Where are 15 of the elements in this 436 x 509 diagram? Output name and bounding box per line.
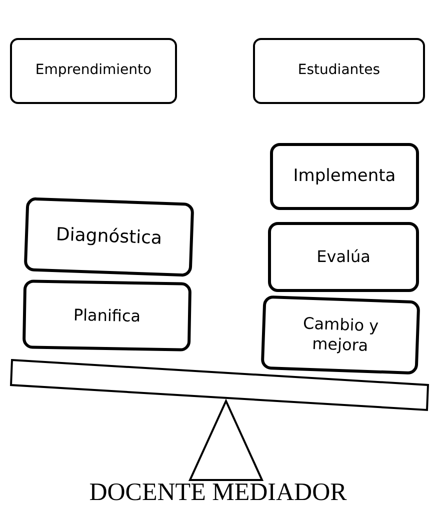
- box-label: Evalúa: [316, 247, 370, 267]
- label-box: [260, 295, 420, 375]
- box-label: Cambio y mejora: [302, 313, 380, 357]
- label-box: [270, 143, 419, 210]
- box-label: Estudiantes: [298, 62, 380, 80]
- caption-text: DOCENTE MEDIADOR: [88, 478, 348, 508]
- label-box: [22, 280, 192, 352]
- label-box: [10, 38, 177, 104]
- label-box: [268, 222, 419, 292]
- box-label: Planifica: [73, 304, 141, 326]
- box-label: Emprendimiento: [35, 62, 152, 80]
- label-box: [24, 197, 194, 277]
- box-label: Implementa: [293, 166, 396, 188]
- label-box: [253, 38, 425, 104]
- box-label: Diagnóstica: [56, 224, 162, 250]
